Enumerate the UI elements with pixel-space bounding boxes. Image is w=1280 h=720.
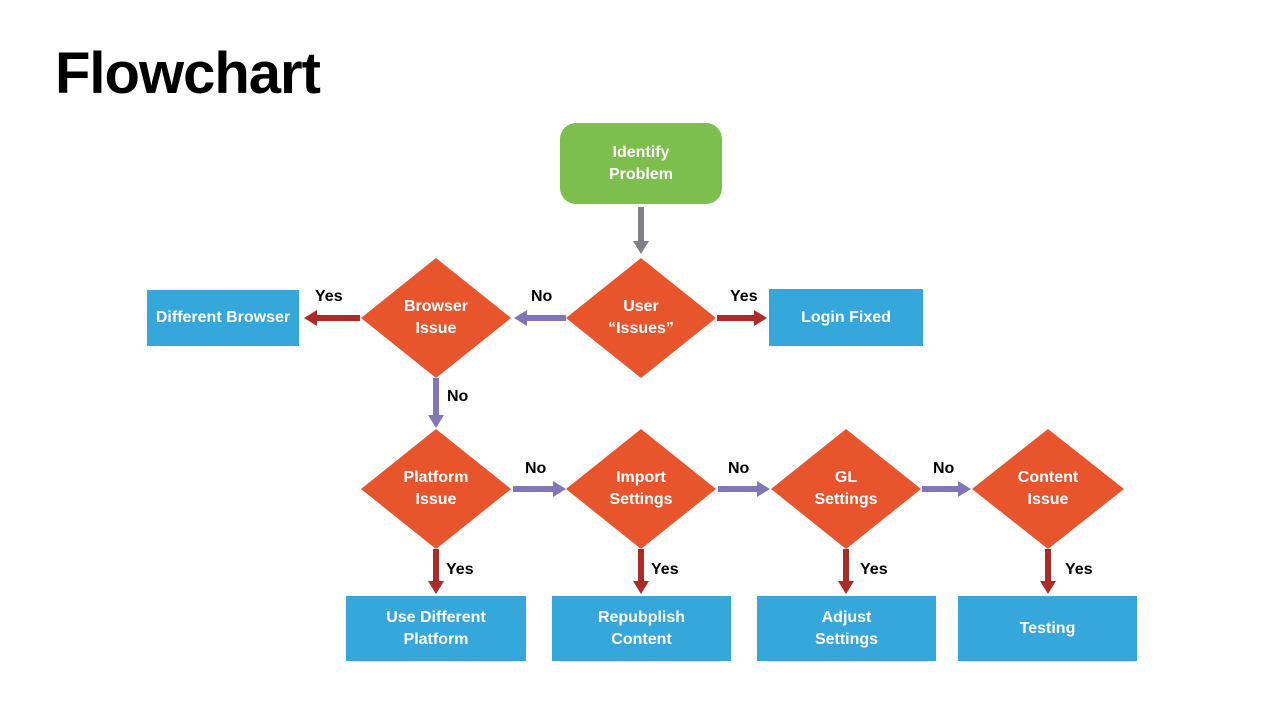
edge-label-import-yes: Yes <box>651 561 679 578</box>
arrow-shaft <box>717 315 755 321</box>
arrow-head <box>757 481 770 497</box>
arrow-shaft <box>718 486 758 492</box>
edge-label-platform-yes: Yes <box>446 561 474 578</box>
arrow-shaft <box>1045 549 1051 582</box>
node-login-fixed: Login Fixed <box>769 289 923 346</box>
arrow-head <box>633 241 649 254</box>
node-gl-settings: GL Settings <box>771 429 921 549</box>
arrow-head <box>754 310 767 326</box>
slide-title: Flowchart <box>55 41 321 106</box>
node-adjust-settings: Adjust Settings <box>757 596 936 661</box>
node-user-issues: User “Issues” <box>566 258 716 378</box>
edge-label-gl-yes: Yes <box>860 561 888 578</box>
arrow-gl-to-content-icon <box>922 481 971 497</box>
arrow-shaft <box>433 549 439 582</box>
node-republish-content: Repubplish Content <box>552 596 731 661</box>
arrow-shaft <box>433 378 439 416</box>
arrow-head <box>1040 581 1056 594</box>
arrow-gl-to-adjust-icon <box>838 549 854 594</box>
arrow-head <box>428 581 444 594</box>
arrow-content-to-testing-icon <box>1040 549 1056 594</box>
arrow-shaft <box>843 549 849 582</box>
arrow-platform-to-import-icon <box>513 481 566 497</box>
edge-label-import-no: No <box>728 460 750 477</box>
arrow-shaft <box>316 315 360 321</box>
edge-label-content-yes: Yes <box>1065 561 1093 578</box>
arrow-head <box>428 415 444 428</box>
edge-label-gl-no: No <box>933 460 955 477</box>
arrow-shaft <box>638 549 644 582</box>
node-import-settings: Import Settings <box>566 429 716 549</box>
arrow-shaft <box>526 315 566 321</box>
arrow-platform-to-use-different-platform-icon <box>428 549 444 594</box>
node-platform-issue: Platform Issue <box>361 429 511 549</box>
node-testing: Testing <box>958 596 1137 661</box>
node-identify-problem: Identify Problem <box>560 123 722 204</box>
arrow-head <box>633 581 649 594</box>
arrow-user-to-browser-icon <box>514 310 566 326</box>
arrow-browser-to-platform-icon <box>428 378 444 428</box>
arrow-shaft <box>638 207 644 242</box>
arrow-import-to-gl-icon <box>718 481 770 497</box>
arrow-head <box>958 481 971 497</box>
node-content-issue: Content Issue <box>972 429 1124 549</box>
node-use-different-platform: Use Different Platform <box>346 596 526 661</box>
node-browser-issue: Browser Issue <box>361 258 511 378</box>
arrow-head <box>514 310 527 326</box>
edge-label-user-no: No <box>531 288 553 305</box>
arrow-head <box>304 310 317 326</box>
edge-label-platform-no: No <box>525 460 547 477</box>
node-different-browser: Different Browser <box>147 290 299 346</box>
arrow-import-to-republish-icon <box>633 549 649 594</box>
arrow-browser-to-different-browser-icon <box>304 310 360 326</box>
arrow-identify-to-user-icon <box>633 207 649 254</box>
arrow-head <box>838 581 854 594</box>
edge-label-browser-no: No <box>447 388 469 405</box>
edge-label-user-yes: Yes <box>730 288 758 305</box>
arrow-shaft <box>513 486 554 492</box>
arrow-head <box>553 481 566 497</box>
edge-label-browser-yes: Yes <box>315 288 343 305</box>
arrow-shaft <box>922 486 959 492</box>
arrow-user-to-login-fixed-icon <box>717 310 767 326</box>
